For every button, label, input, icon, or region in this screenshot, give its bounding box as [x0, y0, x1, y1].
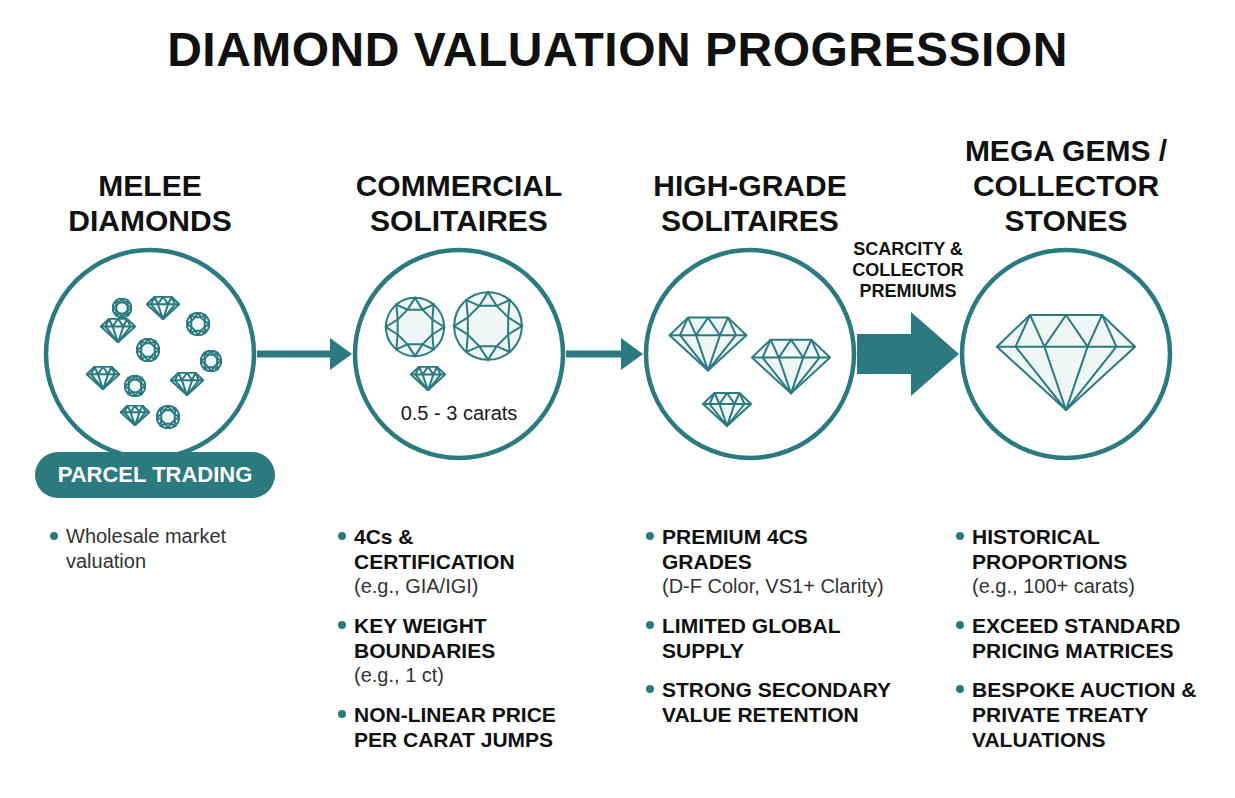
- bullet-item: LIMITED GLOBAL SUPPLY: [646, 613, 901, 663]
- bullet-item: KEY WEIGHT BOUNDARIES(e.g., 1 ct): [338, 613, 563, 688]
- tag-pill: PARCEL TRADING: [35, 452, 275, 498]
- stage-circle: HIGH-GRADE SOLITAIRES: [620, 120, 880, 462]
- bullet-text: PREMIUM 4CS GRADES: [662, 524, 901, 574]
- bullet-column: HISTORICAL PROPORTIONS(e.g., 100+ carats…: [956, 524, 1206, 766]
- stage-circle: MEGA GEMS / COLLECTOR STONES: [936, 120, 1196, 462]
- bullet-column: Wholesale market valuation: [50, 524, 260, 588]
- bullet-text: KEY WEIGHT BOUNDARIES: [354, 613, 563, 663]
- arrow-label: SCARCITY & COLLECTOR PREMIUMS: [842, 239, 974, 302]
- bullet-note: (e.g., 100+ carats): [972, 574, 1206, 599]
- bullet-text: STRONG SECONDARY VALUE RETENTION: [662, 677, 901, 727]
- flow-arrow: [566, 338, 643, 370]
- weight-range: 0.5 - 3 carats: [329, 402, 589, 425]
- bullet-text: Wholesale market valuation: [66, 524, 260, 574]
- bullet-text: 4Cs & CERTIFICATION: [354, 524, 563, 574]
- block-arrow: [857, 312, 959, 396]
- stage-heading: COMMERCIAL SOLITAIRES: [329, 168, 589, 238]
- bullet-text: EXCEED STANDARD PRICING MATRICES: [972, 613, 1206, 663]
- bullet-item: Wholesale market valuation: [50, 524, 260, 574]
- bullet-dot: [646, 532, 654, 540]
- circle-border: [646, 250, 854, 458]
- circle-border: [46, 250, 254, 458]
- bullet-item: NON-LINEAR PRICE PER CARAT JUMPS: [338, 702, 563, 752]
- stage-heading-wrap: HIGH-GRADE SOLITAIRES: [620, 168, 880, 238]
- bullet-note: (e.g., 1 ct): [354, 663, 563, 688]
- bullet-dot: [956, 685, 964, 693]
- stage-heading: MELEE DIAMONDS: [50, 168, 250, 238]
- pill-label: PARCEL TRADING: [58, 462, 253, 488]
- bullet-text: NON-LINEAR PRICE PER CARAT JUMPS: [354, 702, 563, 752]
- stage-heading-wrap: MELEE DIAMONDS: [50, 168, 250, 238]
- bullet-item: BESPOKE AUCTION & PRIVATE TREATY VALUATI…: [956, 677, 1206, 752]
- bullet-dot: [338, 532, 346, 540]
- stage-heading: MEGA GEMS / COLLECTOR STONES: [956, 133, 1176, 238]
- bullet-text: HISTORICAL PROPORTIONS: [972, 524, 1206, 574]
- bullet-item: PREMIUM 4CS GRADES(D-F Color, VS1+ Clari…: [646, 524, 901, 599]
- stage-heading-wrap: COMMERCIAL SOLITAIRES: [329, 168, 589, 238]
- bullet-dot: [956, 532, 964, 540]
- flow-arrow: [257, 338, 352, 370]
- bullet-column: PREMIUM 4CS GRADES(D-F Color, VS1+ Clari…: [646, 524, 901, 741]
- diagram-title: DIAMOND VALUATION PROGRESSION: [0, 22, 1235, 77]
- stage-circle: COMMERCIAL SOLITAIRES 0.5 - 3 carats: [329, 120, 589, 462]
- circle-outline: [642, 246, 858, 462]
- bullet-text: BESPOKE AUCTION & PRIVATE TREATY VALUATI…: [972, 677, 1206, 752]
- bullet-dot: [338, 710, 346, 718]
- bullet-text: LIMITED GLOBAL SUPPLY: [662, 613, 901, 663]
- bullet-dot: [646, 621, 654, 629]
- bullet-item: HISTORICAL PROPORTIONS(e.g., 100+ carats…: [956, 524, 1206, 599]
- bullet-column: 4Cs & CERTIFICATION(e.g., GIA/IGI) KEY WE…: [338, 524, 563, 766]
- bullet-dot: [338, 621, 346, 629]
- bullet-item: EXCEED STANDARD PRICING MATRICES: [956, 613, 1206, 663]
- stage-heading-wrap: MEGA GEMS / COLLECTOR STONES: [956, 133, 1176, 238]
- bullet-note: (e.g., GIA/IGI): [354, 574, 563, 599]
- circle-outline: [42, 246, 258, 462]
- bullet-item: STRONG SECONDARY VALUE RETENTION: [646, 677, 901, 727]
- circle-outline: [351, 246, 567, 462]
- bullet-dot: [50, 532, 58, 540]
- circle-border: [355, 250, 563, 458]
- bullet-item: 4Cs & CERTIFICATION(e.g., GIA/IGI): [338, 524, 563, 599]
- bullet-dot: [956, 621, 964, 629]
- stage-heading: HIGH-GRADE SOLITAIRES: [620, 168, 880, 238]
- circle-outline: [958, 246, 1174, 462]
- stage-circle: MELEE DIAMONDSPARCEL TRADING: [20, 120, 280, 462]
- bullet-dot: [646, 685, 654, 693]
- bullet-note: (D-F Color, VS1+ Clarity): [662, 574, 901, 599]
- circle-border: [962, 250, 1170, 458]
